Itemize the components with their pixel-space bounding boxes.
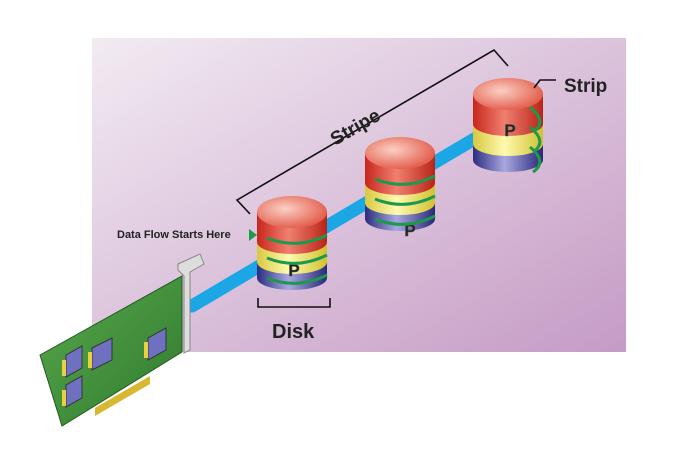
rotation-arrows-icon — [266, 233, 328, 285]
disk-label: Disk — [272, 321, 315, 343]
data-pipe — [185, 105, 527, 313]
strip-bracket — [533, 79, 556, 89]
strip-label: Strip — [564, 76, 607, 97]
parity-label: P — [504, 121, 515, 140]
stripe-bracket — [235, 48, 509, 215]
disk-2: P — [365, 137, 436, 240]
rotation-arrows-icon — [374, 174, 436, 226]
disk-1: P — [257, 196, 328, 290]
data-flow-arrow-icon — [249, 229, 257, 241]
rotation-arrows-icon — [529, 105, 542, 174]
disk-bracket — [257, 298, 331, 308]
data-flow-label: Data Flow Starts Here — [117, 229, 231, 241]
disk-3: P — [473, 78, 543, 174]
raid-controller-card — [39, 253, 205, 427]
parity-label: P — [404, 221, 415, 240]
parity-label: P — [288, 261, 299, 280]
